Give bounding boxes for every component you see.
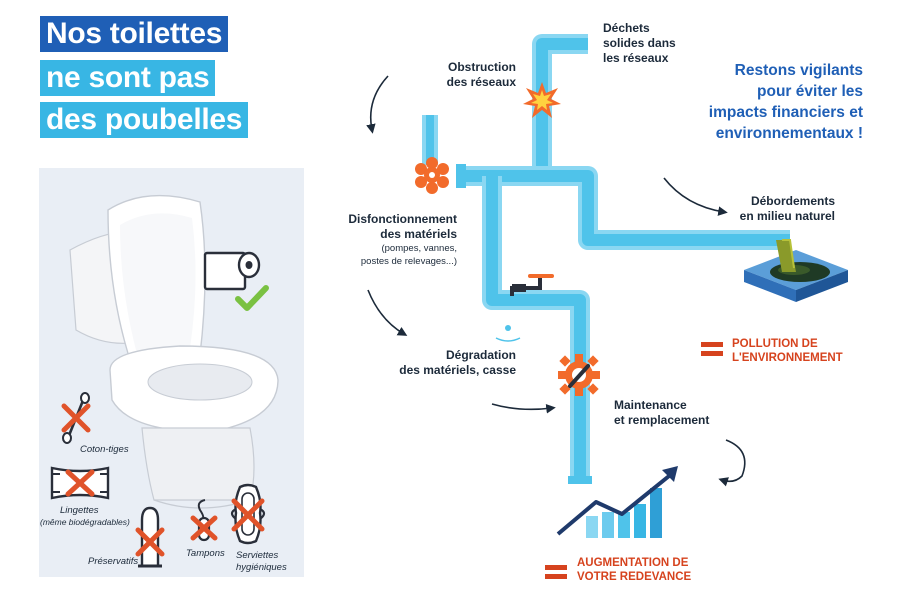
- explosion-icon: [523, 82, 561, 118]
- title-line-2: ne sont pas: [40, 60, 216, 96]
- wipes-icon: [50, 466, 110, 500]
- equals-icon-pollution-2: [701, 351, 723, 356]
- polluted-water-icon: [744, 239, 848, 302]
- condom-icon: [135, 506, 165, 568]
- label-disfonctionnement-sub: (pompes, vannes,postes de relevages...): [360, 243, 457, 267]
- valve-icon: [415, 157, 449, 194]
- equals-icon-redevance: [545, 565, 567, 570]
- equals-icon-pollution: [701, 342, 723, 347]
- faucet-icon: [512, 284, 526, 292]
- label-lingettes-sub: (même biodégradables): [40, 517, 130, 527]
- cotton-swab-icon: [61, 392, 91, 444]
- gear-wrench-icon: [558, 354, 600, 396]
- label-preservatifs: Préservatifs: [88, 556, 139, 567]
- slogan: Restons vigilants pour éviter les impact…: [708, 62, 863, 142]
- label-serviettes-2: hygiéniques: [236, 562, 287, 573]
- equals-icon-redevance-2: [545, 574, 567, 579]
- growth-chart-icon: [556, 466, 678, 538]
- toilet-icon: [69, 194, 279, 509]
- title-line-3: des poubelles: [40, 102, 249, 138]
- toilet-paper-icon: [203, 251, 261, 291]
- label-serviettes-1: Serviettes: [236, 550, 279, 561]
- label-tampons: Tampons: [186, 548, 225, 559]
- label-coton: Coton-tiges: [80, 444, 129, 455]
- pad-icon: [230, 483, 266, 545]
- tampon-icon: [190, 499, 218, 542]
- check-icon: [235, 285, 269, 311]
- title-line-1: Nos toilettes: [40, 16, 229, 52]
- label-lingettes: Lingettes: [60, 505, 99, 516]
